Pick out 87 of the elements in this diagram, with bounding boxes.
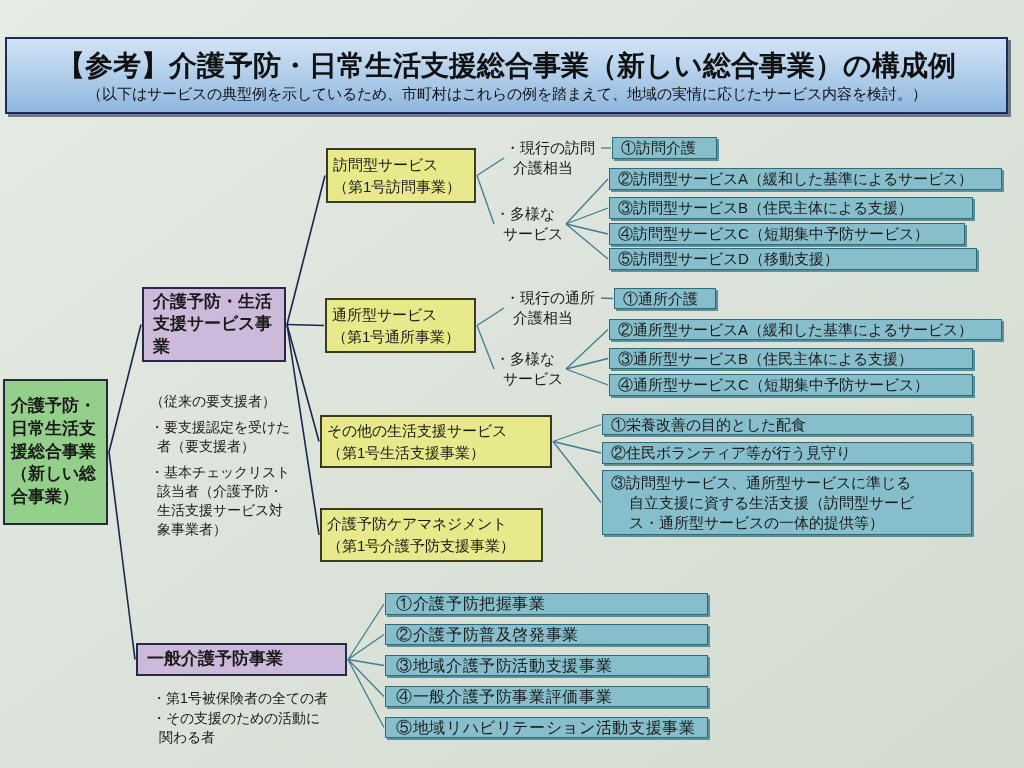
branch-label: ・多様なサービス [495,204,565,244]
item-box [385,655,708,676]
item-box [602,442,972,464]
note-text: ・基本チェックリスト該当者（介護予防・生活支援サービス対象事業者） [150,463,291,539]
connector-line [600,147,612,149]
branch-label: ・現行の訪問介護相当 [505,138,600,178]
node-label: ⑤訪問型サービスD（移動支援） [618,249,840,269]
note-text: ・要支援認定を受けた者（要支援者） [150,418,291,456]
node-label: ①介護予防把握事業 [396,594,547,614]
connector-line [347,633,385,661]
node-label: ⑤地域リハビリテーション活動支援事業 [396,717,697,738]
connector-line [565,357,609,370]
node-label: ②通所型サービスA（緩和した基準によるサービス） [618,319,974,340]
node-label: 一般介護予防事業 [147,648,284,671]
item-box [609,168,1002,190]
service-box [320,415,552,468]
connector-line [552,423,602,443]
branch-label: ・現行の通所介護相当 [505,288,600,328]
node-label: 介護予防・生活支援サービス事業 [153,291,273,358]
item-box [385,686,708,707]
node-label: 介護予防・日常生活支援総合事業（新しい総合事業） [11,394,97,509]
program-box [136,643,347,676]
note-text: （従来の要支援者） [150,392,277,411]
connector-line [552,440,602,454]
node-label: ③訪問型サービス、通所型サービスに準じる自立支援に資する生活支援（訪問型サービス・通所型サービスの一体的提供等） [611,472,915,533]
item-box [609,248,977,270]
connector-line [347,658,385,698]
item-box [385,593,708,615]
connector-line [347,603,385,661]
connector-line [565,223,609,235]
node-label: ③地域介護予防活動支援事業 [396,655,614,676]
connector-line [108,323,142,453]
connector-line [347,658,385,667]
connector-line [476,307,505,327]
service-box [320,508,543,562]
note-text: ・その支援のための活動に関わる者 [152,709,321,747]
node-label: ②訪問型サービスA（緩和した基準によるサービス） [618,169,974,189]
connector-line [286,174,326,326]
connector-line [108,451,136,661]
item-box [612,137,717,159]
item-box [602,470,972,535]
connector-line [286,323,320,536]
connector-line [476,324,495,370]
node-label: （第1号生活支援事業） [327,442,487,463]
connector-line [552,440,602,504]
program-box [142,287,286,362]
connector-line [347,658,385,729]
connector-line [476,174,495,225]
node-label: ④通所型サービスC（短期集中予防サービス） [618,375,930,395]
node-label: ①栄養改善の目的とした配食 [611,414,807,435]
node-label: ③訪問型サービスB（住民主体による支援） [618,198,914,218]
item-box [614,288,716,309]
connector-line [565,223,609,260]
node-label: 介護予防ケアマネジメント [327,514,508,535]
program-box [3,379,108,525]
connector-line [565,328,609,370]
connector-line [476,157,505,177]
node-label: （第1号介護予防支援事業） [327,536,517,556]
item-box [609,374,973,396]
item-box [385,624,708,645]
item-box [609,197,973,219]
connector-line [286,323,325,327]
item-box [609,223,965,245]
node-label: ②介護予防普及啓発事業 [396,624,581,645]
node-label: （第1号訪問事業） [333,176,463,197]
node-label: ④一般介護予防事業評価事業 [396,686,614,707]
node-label: 通所型サービス [332,304,438,325]
node-label: ②住民ボランティア等が行う見守り [611,443,852,463]
node-label: ④訪問型サービスC（短期集中予防サービス） [618,224,930,244]
connector-line [565,178,609,225]
node-label: （第1号通所事業） [332,326,462,347]
service-box [325,298,476,353]
caption: （以下はサービスの典型例を示しているため、市町村はこれらの例を踏まえて、地域の実情に応じたサービス内容を検討。） [86,83,927,104]
node-label: 訪問型サービス [333,154,439,175]
node-label: その他の生活支援サービス [327,420,508,441]
connector-line [600,297,614,300]
node-label: ①通所介護 [623,288,699,309]
service-box [326,148,476,203]
node-label: ③通所型サービスB（住民主体による支援） [618,348,914,369]
title: 【参考】介護予防・日常生活支援総合事業（新しい総合事業）の構成例 [57,48,956,83]
node-label: ①訪問介護 [621,138,697,158]
item-box [609,348,973,369]
note-text: ・第1号被保険者の全ての者 [152,689,329,708]
item-box [602,414,972,435]
connector-line [565,207,609,225]
connector-line [565,368,609,386]
branch-label: ・多様なサービス [495,349,565,389]
